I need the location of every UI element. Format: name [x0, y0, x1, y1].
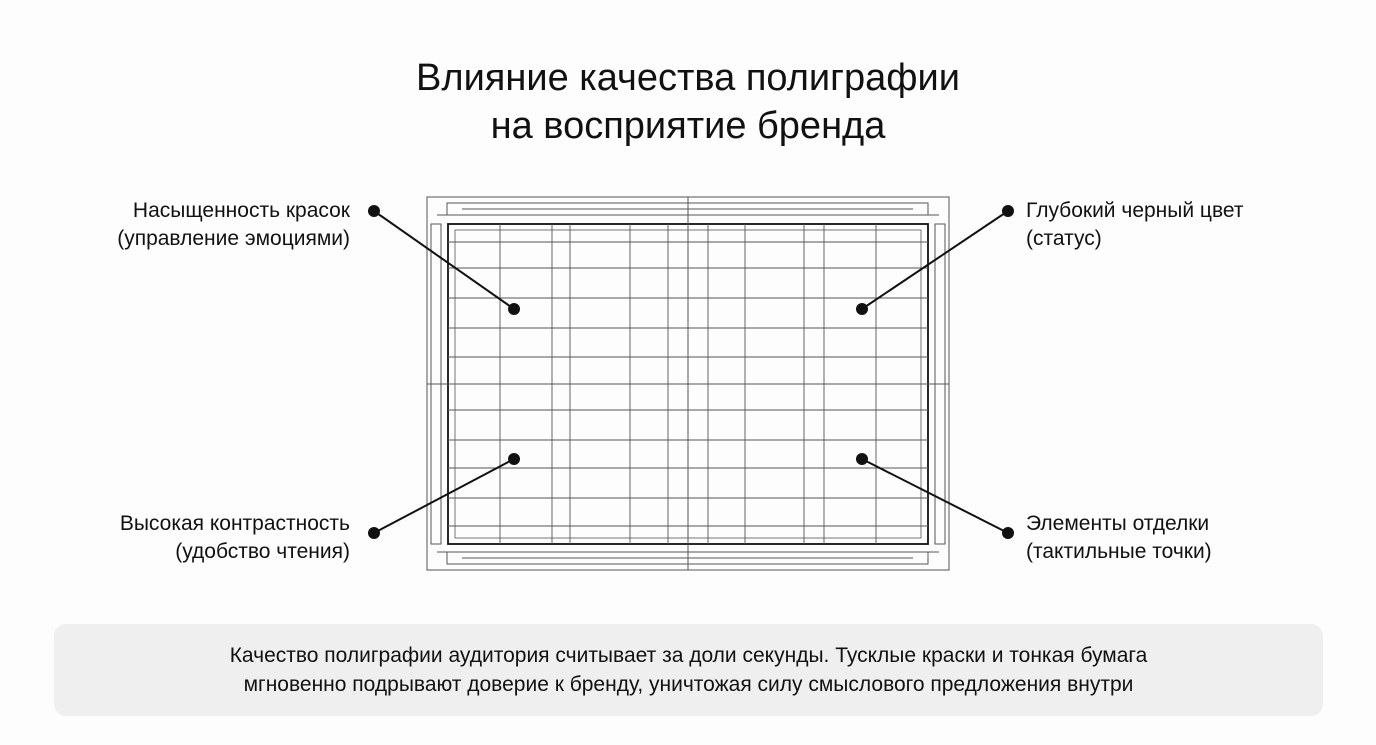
- column-lines: [499, 224, 877, 544]
- callout-line: Высокая контрастность: [119, 512, 350, 535]
- callout-line: Элементы отделки: [1026, 512, 1210, 535]
- leader-top-right: [856, 205, 1014, 315]
- leader-top-left: [368, 205, 520, 315]
- callout-high-contrast: Высокая контрастность (удобство чтения): [120, 510, 350, 566]
- marker-dot-icon: [1002, 205, 1014, 217]
- page-title: Влияние качества полиграфии на восприяти…: [0, 54, 1376, 150]
- crop-mark-top-right: [927, 203, 939, 216]
- callout-line: (удобство чтения): [175, 540, 350, 563]
- marker-dot-icon: [1002, 527, 1014, 539]
- callout-deep-black: Глубокий черный цвет (статус): [1026, 197, 1243, 253]
- marker-dot-icon: [508, 453, 520, 465]
- marker-dot-icon: [856, 303, 868, 315]
- callout-line: Глубокий черный цвет: [1026, 199, 1244, 222]
- crop-mark-bottom-left: [437, 551, 448, 564]
- title-line-2: на восприятие бренда: [490, 105, 886, 147]
- callout-finishing-elements: Элементы отделки (тактильные точки): [1026, 510, 1212, 566]
- marker-dot-icon: [508, 303, 520, 315]
- crop-mark-top-left: [437, 203, 448, 216]
- crop-mark-bottom-right: [927, 551, 939, 564]
- callout-line: Насыщенность красок: [132, 199, 350, 222]
- callout-line: (управление эмоциями): [117, 227, 350, 250]
- callout-line: (тактильные точки): [1026, 540, 1212, 563]
- summary-note: Качество полиграфии аудитория считывает …: [54, 624, 1323, 716]
- note-line-2: мгновенно подрывают доверие к бренду, ун…: [243, 673, 1134, 696]
- marker-dot-icon: [368, 205, 380, 217]
- marker-dot-icon: [368, 527, 380, 539]
- callout-ink-saturation: Насыщенность красок (управление эмоциями…: [117, 197, 350, 253]
- marker-dot-icon: [856, 453, 868, 465]
- row-lines: [448, 241, 928, 527]
- sheet-grid: [426, 196, 950, 571]
- leader-bottom-left: [368, 453, 520, 539]
- leader-bottom-right: [856, 453, 1014, 539]
- title-line-1: Влияние качества полиграфии: [416, 57, 960, 99]
- note-line-1: Качество полиграфии аудитория считывает …: [229, 644, 1148, 667]
- callout-line: (статус): [1026, 227, 1102, 250]
